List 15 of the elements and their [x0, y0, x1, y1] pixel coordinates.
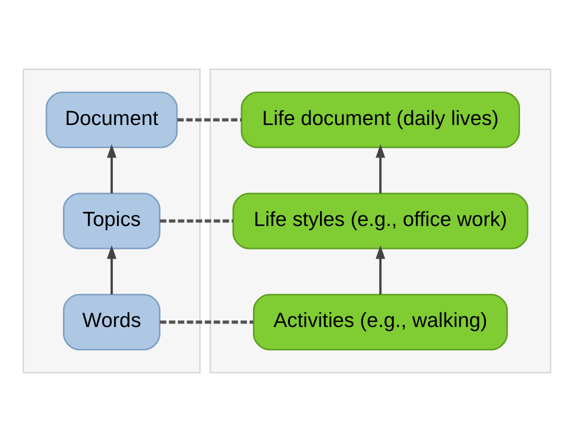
cluster — [22, 68, 201, 374]
cluster — [210, 68, 552, 374]
node-box: Activities (e.g., walking) — [252, 294, 508, 350]
node-box: Words — [62, 294, 160, 350]
arrow — [106, 144, 116, 194]
arrow — [376, 245, 386, 294]
connector — [160, 219, 234, 223]
arrow — [376, 144, 386, 194]
node-box: Life styles (e.g., office work) — [232, 192, 528, 250]
node-box: Document — [46, 92, 178, 148]
node-box: Topics — [62, 192, 160, 250]
node-box: Life document (daily lives) — [240, 92, 520, 148]
arrow — [106, 245, 116, 294]
connector — [177, 118, 242, 122]
connector — [160, 320, 254, 324]
